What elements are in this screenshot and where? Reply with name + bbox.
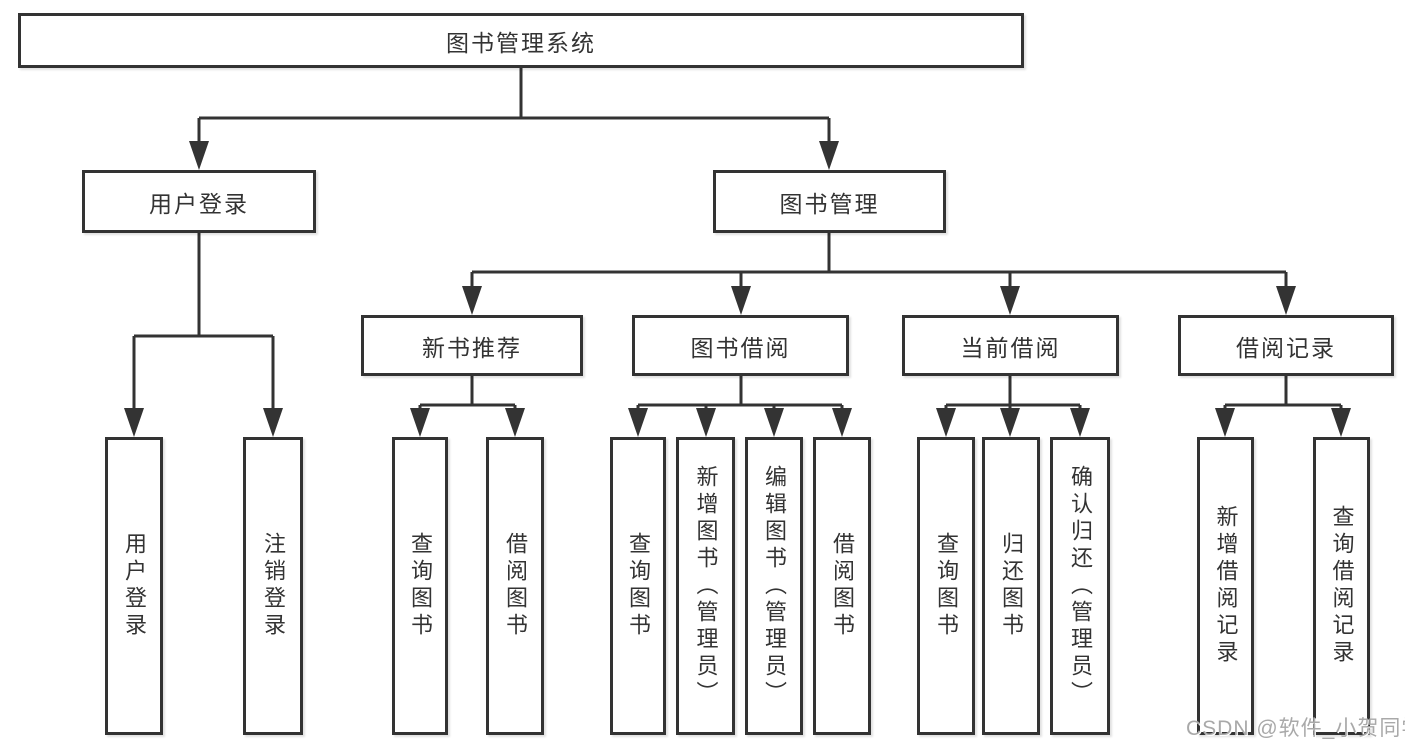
leaf-borrow-borrow-books: 借阅图书: [813, 437, 871, 735]
leaf-borrow-query-books: 查询图书: [610, 437, 666, 735]
leaf-user-login: 用户登录: [105, 437, 163, 735]
leaf-records-query-record: 查询借阅记录: [1313, 437, 1370, 735]
leaf-logout: 注销登录: [243, 437, 303, 735]
node-new-book-recommend: 新书推荐: [361, 315, 583, 376]
leaf-current-return-books: 归还图书: [982, 437, 1040, 735]
leaf-newbook-query-books: 查询图书: [392, 437, 448, 735]
node-user-login: 用户登录: [82, 170, 316, 233]
node-book-management: 图书管理: [713, 170, 946, 233]
leaf-records-add-record: 新增借阅记录: [1197, 437, 1254, 735]
csdn-watermark: CSDN @软件_小贺同学: [1186, 717, 1405, 740]
arrowhead-icons: [124, 141, 1351, 437]
leaf-current-query-books: 查询图书: [917, 437, 975, 735]
leaf-newbook-borrow-books: 借阅图书: [486, 437, 544, 735]
leaf-borrow-add-books-admin: 新增图书（管理员）: [676, 437, 735, 735]
node-current-borrow: 当前借阅: [902, 315, 1119, 376]
node-borrow-records: 借阅记录: [1178, 315, 1394, 376]
node-book-borrow: 图书借阅: [632, 315, 849, 376]
node-root-book-management-system: 图书管理系统: [18, 13, 1024, 68]
leaf-current-confirm-return-admin: 确认归还（管理员）: [1050, 437, 1110, 735]
leaf-borrow-edit-books-admin: 编辑图书（管理员）: [745, 437, 803, 735]
